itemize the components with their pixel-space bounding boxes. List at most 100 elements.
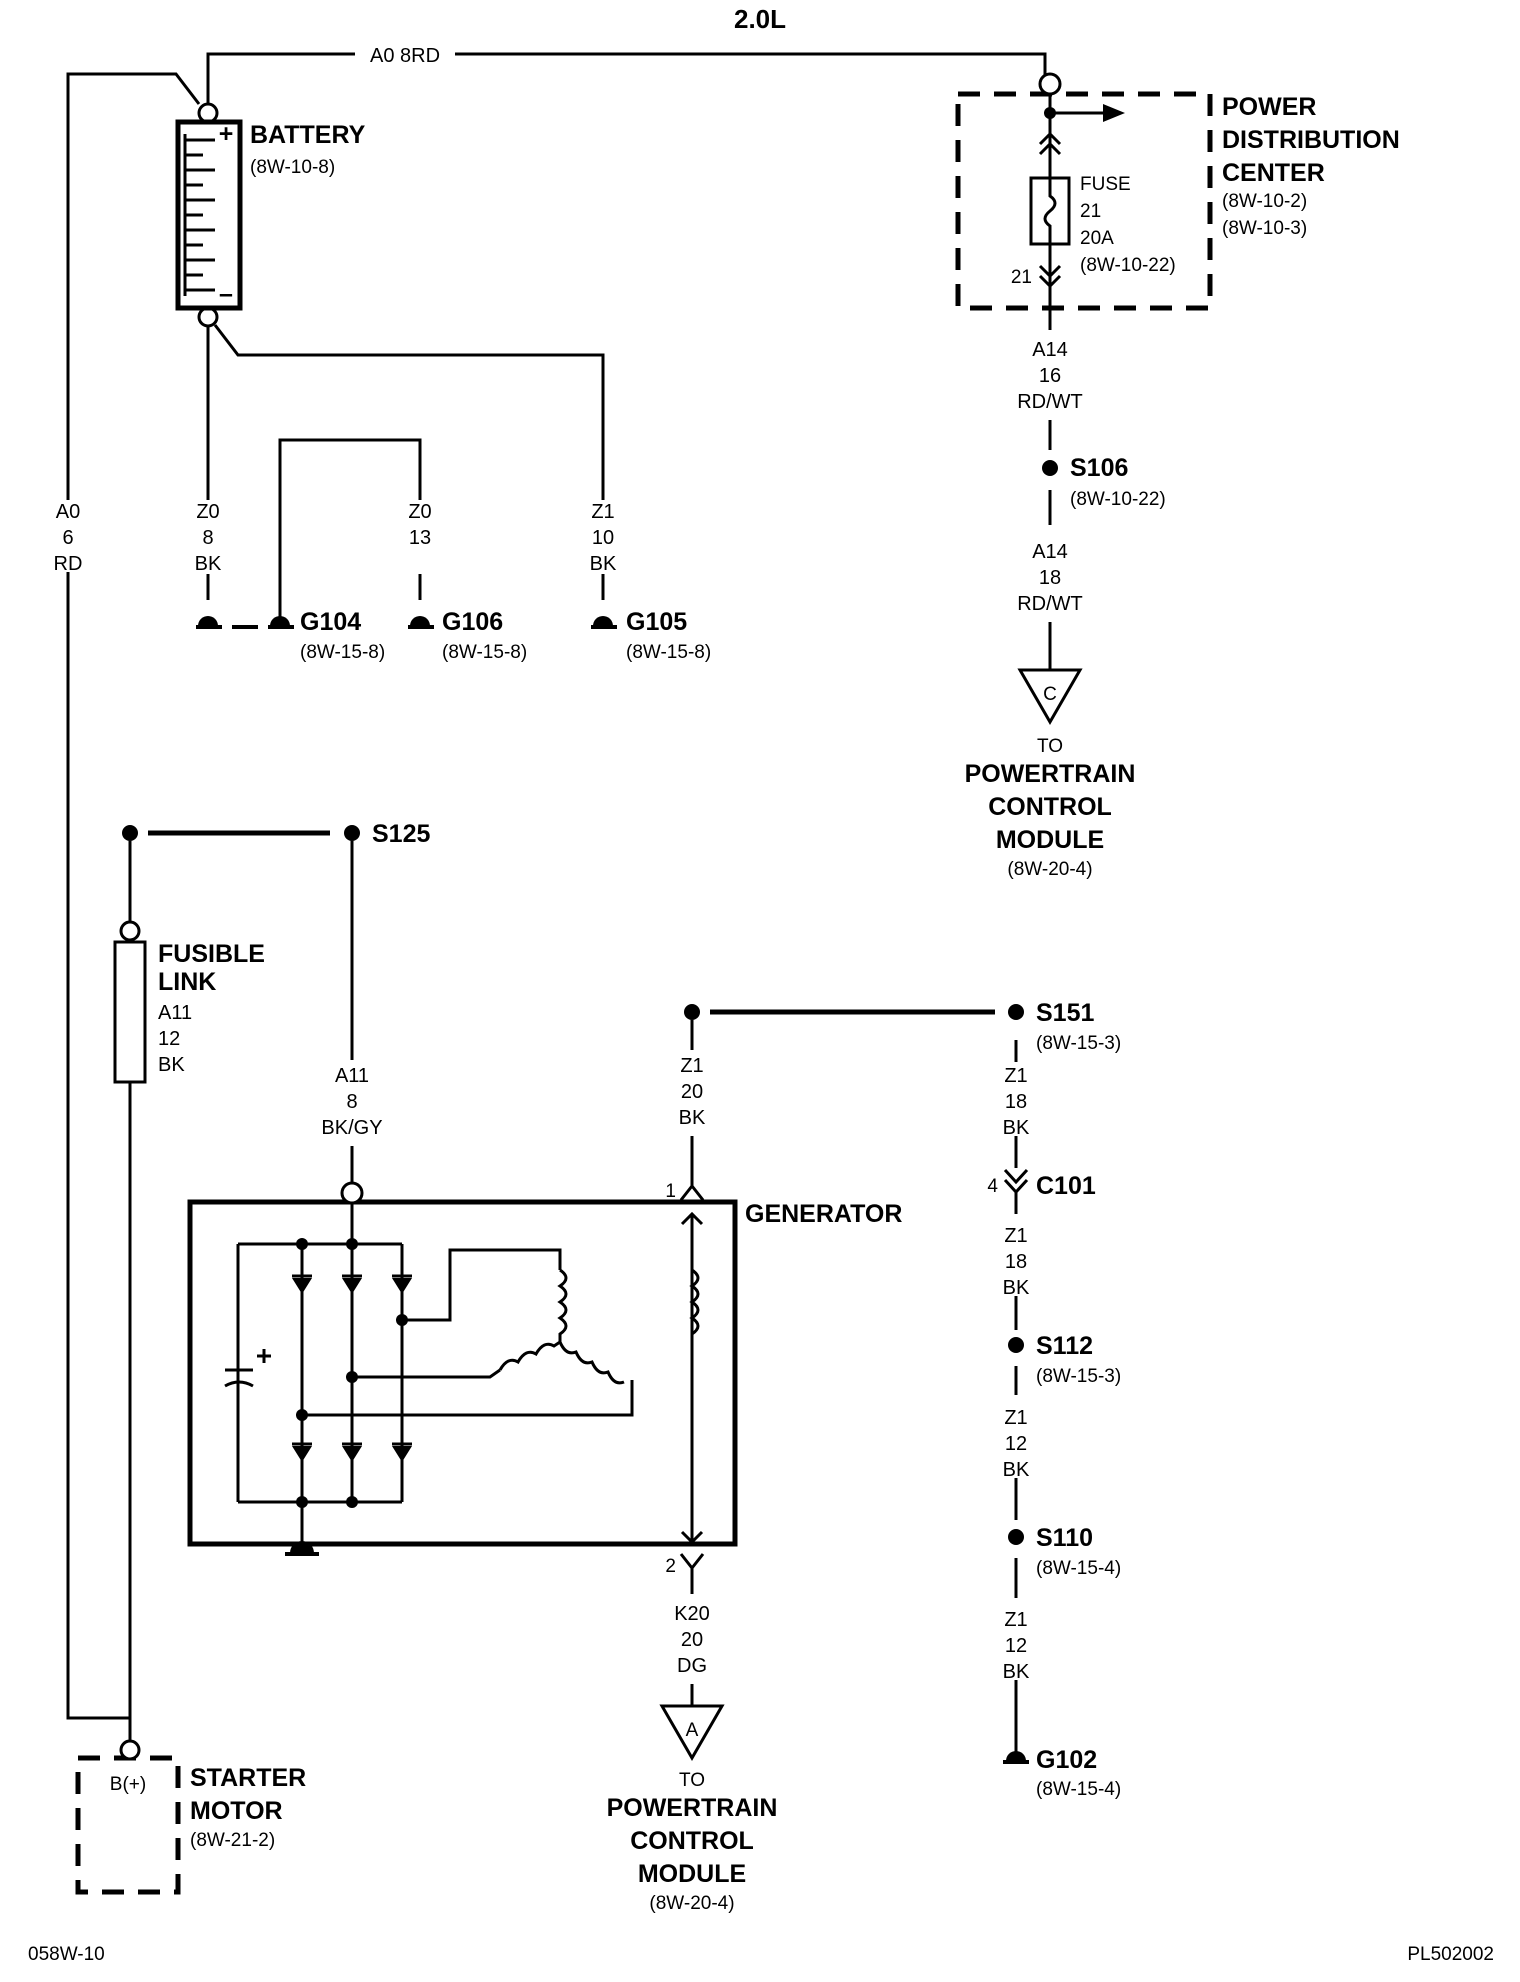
wire-a14-bottom-circuit: A14 — [1032, 541, 1068, 563]
battery-minus: – — [219, 280, 233, 308]
connector-a-to: TO — [679, 1770, 705, 1791]
fusible-link-label-1: FUSIBLE — [158, 940, 265, 968]
s151-label: S151 — [1036, 999, 1094, 1027]
wire-z1-12a-color: BK — [1003, 1459, 1030, 1481]
g105-label: G105 — [626, 608, 687, 636]
wire-z1-10-color: BK — [590, 553, 617, 575]
wire-z1-20-circuit: Z1 — [680, 1055, 703, 1077]
s112-label: S112 — [1036, 1332, 1093, 1360]
s106-splice — [1042, 420, 1058, 525]
c101-label: C101 — [1036, 1172, 1096, 1200]
pdc-label-line1: POWER — [1222, 93, 1316, 121]
page-ref: 058W-10 — [28, 1944, 105, 1965]
battery-symbol — [175, 102, 243, 328]
wire-a14-bottom-gauge: 18 — [1039, 567, 1061, 589]
s106-label: S106 — [1070, 454, 1128, 482]
battery-plus: + — [219, 120, 234, 148]
generator-label: GENERATOR — [745, 1200, 902, 1228]
wire-z0-13-gauge: 13 — [409, 527, 431, 549]
generator-box — [187, 1181, 738, 1571]
wire-z1-20-color: BK — [679, 1107, 706, 1129]
wire-a14-top-gauge: 16 — [1039, 365, 1061, 387]
s125-splice — [122, 825, 360, 1060]
pdc-label-line3: CENTER — [1222, 159, 1325, 187]
wire-a11-8-circuit: A11 — [335, 1065, 369, 1087]
s151-splice — [684, 1004, 1024, 1186]
starter-label-2: MOTOR — [190, 1797, 283, 1825]
s125-label: S125 — [372, 820, 430, 848]
wire-z1-12a-circuit: Z1 — [1004, 1407, 1027, 1429]
fusible-link-symbol — [113, 920, 147, 1745]
wire-z0-8-color: BK — [195, 553, 222, 575]
s106-ref: (8W-10-22) — [1070, 489, 1166, 510]
connector-a-dest-1: POWERTRAIN — [607, 1794, 778, 1822]
wire-z1-10-circuit: Z1 — [591, 501, 614, 523]
c101-pin: 4 — [987, 1176, 998, 1197]
wire-z1-18b-circuit: Z1 — [1004, 1225, 1027, 1247]
wire-a0-left-gauge: 6 — [62, 527, 73, 549]
fusible-link-color: BK — [158, 1054, 185, 1076]
wire-z1-12b-gauge: 12 — [1005, 1635, 1027, 1657]
wire-z1-12a-gauge: 12 — [1005, 1433, 1027, 1455]
wire-a11-8-gauge: 8 — [346, 1091, 357, 1113]
wire-a0-left-color: RD — [54, 553, 83, 575]
battery-label: BATTERY — [250, 121, 366, 149]
connector-c-dest-1: POWERTRAIN — [965, 760, 1136, 788]
connector-a-dest-2: CONTROL — [630, 1827, 754, 1855]
wire-a14-top-color: RD/WT — [1017, 391, 1083, 413]
fusible-link-circuit: A11 — [158, 1002, 192, 1024]
wire-z1-12b-circuit: Z1 — [1004, 1609, 1027, 1631]
wire-k20-gauge: 20 — [681, 1629, 703, 1651]
s151-ref: (8W-15-3) — [1036, 1033, 1121, 1054]
starter-ref: (8W-21-2) — [190, 1830, 275, 1851]
wire-k20-circuit: K20 — [674, 1603, 710, 1625]
wire-a14-top-circuit: A14 — [1032, 339, 1068, 361]
wire-z1-20-gauge: 20 — [681, 1081, 703, 1103]
wire-z1-10-gauge: 10 — [592, 527, 614, 549]
fuse-ref: (8W-10-22) — [1080, 255, 1176, 276]
wire-z1-18a-color: BK — [1003, 1117, 1030, 1139]
s110-ref: (8W-15-4) — [1036, 1558, 1121, 1579]
s110-label: S110 — [1036, 1524, 1093, 1552]
pdc-box — [955, 72, 1213, 330]
wire-z1-12b-color: BK — [1003, 1661, 1030, 1683]
wire-k20-color: DG — [677, 1655, 707, 1677]
wire-z0-8-gauge: 8 — [202, 527, 213, 549]
ground-wiring — [196, 324, 617, 629]
pdc-pin: 21 — [1011, 267, 1032, 288]
g102-label: G102 — [1036, 1746, 1097, 1774]
connector-c-symbol — [1017, 622, 1083, 726]
wire-z1-18b-color: BK — [1003, 1277, 1030, 1299]
connector-c-dest-3: MODULE — [996, 826, 1104, 854]
g105-ref: (8W-15-8) — [626, 642, 711, 663]
wire-z1-18a-gauge: 18 — [1005, 1091, 1027, 1113]
pdc-ref-1: (8W-10-2) — [1222, 191, 1307, 212]
generator-pin-1: 1 — [665, 1181, 676, 1202]
diagram-title: 2.0L — [734, 4, 786, 34]
connector-c-to: TO — [1037, 736, 1063, 757]
wire-z1-18a-circuit: Z1 — [1004, 1065, 1027, 1087]
fuse-rating: 20A — [1080, 228, 1114, 249]
connector-a-letter: A — [686, 1720, 699, 1741]
fusible-link-gauge: 12 — [158, 1028, 180, 1050]
wire-z0-13-circuit: Z0 — [408, 501, 431, 523]
g104-label: G104 — [300, 608, 361, 636]
wire-z0-8-circuit: Z0 — [196, 501, 219, 523]
fuse-number: 21 — [1080, 201, 1101, 222]
g106-label: G106 — [442, 608, 503, 636]
connector-a-dest-3: MODULE — [638, 1860, 746, 1888]
starter-terminal: B(+) — [110, 1774, 146, 1795]
connector-a-symbol — [659, 1684, 725, 1762]
battery-ref: (8W-10-8) — [250, 157, 335, 178]
s112-ref: (8W-15-3) — [1036, 1366, 1121, 1387]
wire-a14-bottom-color: RD/WT — [1017, 593, 1083, 615]
connector-a-ref: (8W-20-4) — [649, 1893, 734, 1914]
g104-ref: (8W-15-8) — [300, 642, 385, 663]
generator-pin-2: 2 — [665, 1556, 676, 1577]
wire-z1-18b-gauge: 18 — [1005, 1251, 1027, 1273]
connector-c-letter: C — [1043, 684, 1057, 705]
wire-a0-left — [66, 72, 201, 500]
pdc-ref-2: (8W-10-3) — [1222, 218, 1307, 239]
wire-a0-top — [206, 52, 1047, 112]
